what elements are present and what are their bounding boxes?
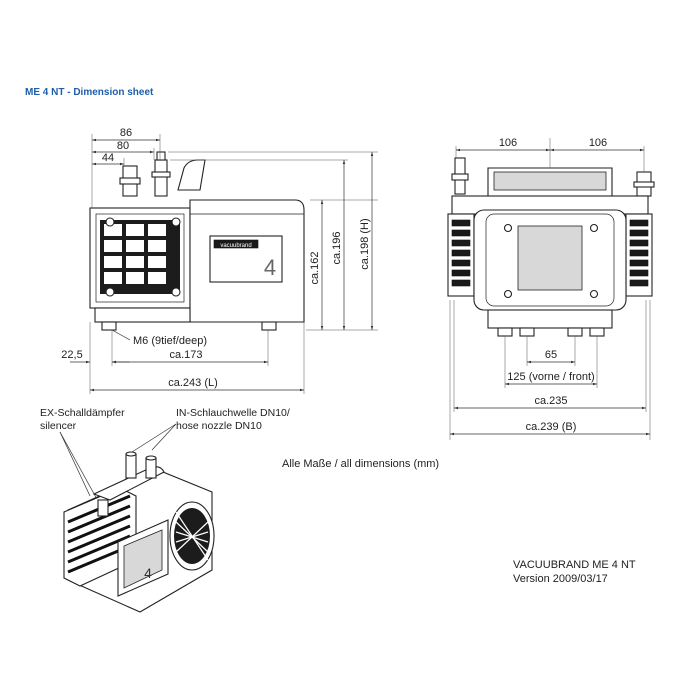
front-fins-left	[447, 213, 475, 297]
front-dim-125: 125 (vorne / front)	[507, 371, 594, 383]
footer-version: Version 2009/03/17	[513, 573, 608, 585]
side-thread-label: M6 (9tief/deep)	[133, 335, 207, 347]
front-dim-235: ca.235	[534, 395, 567, 407]
side-dim-top-80: 80	[117, 140, 129, 152]
side-dim-bottom-22-5: 22,5	[61, 349, 82, 361]
footer-model: VACUUBRAND ME 4 NT	[513, 559, 636, 571]
side-brand-label: vacuubrand	[220, 243, 251, 249]
iso-view-drawing: EX-Schalldämpfer silencer IN-Schlauchwel…	[40, 407, 290, 613]
front-dim-239: ca.239 (B)	[526, 421, 577, 433]
side-view-drawing: vacuubrand 4 86 80 44 ca.162	[61, 127, 378, 394]
side-dim-right-196: ca.196	[331, 231, 343, 264]
side-grille	[100, 220, 180, 294]
callout-silencer-de: EX-Schalldämpfer	[40, 407, 125, 419]
side-dim-right-198: ca.198 (H)	[359, 218, 371, 269]
callout-inlet-en: hose nozzle DN10	[176, 420, 262, 432]
iso-badge-number: 4	[144, 565, 152, 581]
callout-inlet-de: IN-Schlauchwelle DN10/	[176, 407, 290, 419]
front-dim-65: 65	[545, 349, 557, 361]
front-dim-top-right: 106	[589, 137, 607, 149]
side-dim-bottom-173: ca.173	[169, 349, 202, 361]
side-badge-number: 4	[264, 255, 276, 280]
front-view-drawing: 106 106 65 125 (vorne / front) ca.235 ca…	[447, 137, 655, 440]
side-dim-top-86: 86	[120, 127, 132, 139]
callout-silencer-en: silencer	[40, 420, 77, 432]
sheet-title: ME 4 NT - Dimension sheet	[25, 87, 154, 98]
side-dim-bottom-243: ca.243 (L)	[168, 377, 218, 389]
all-dimensions-note: Alle Maße / all dimensions (mm)	[282, 458, 439, 470]
front-fins-right	[625, 213, 653, 297]
front-dim-top-left: 106	[499, 137, 517, 149]
side-dim-top-44: 44	[102, 152, 114, 164]
side-dim-right-162: ca.162	[309, 251, 321, 284]
